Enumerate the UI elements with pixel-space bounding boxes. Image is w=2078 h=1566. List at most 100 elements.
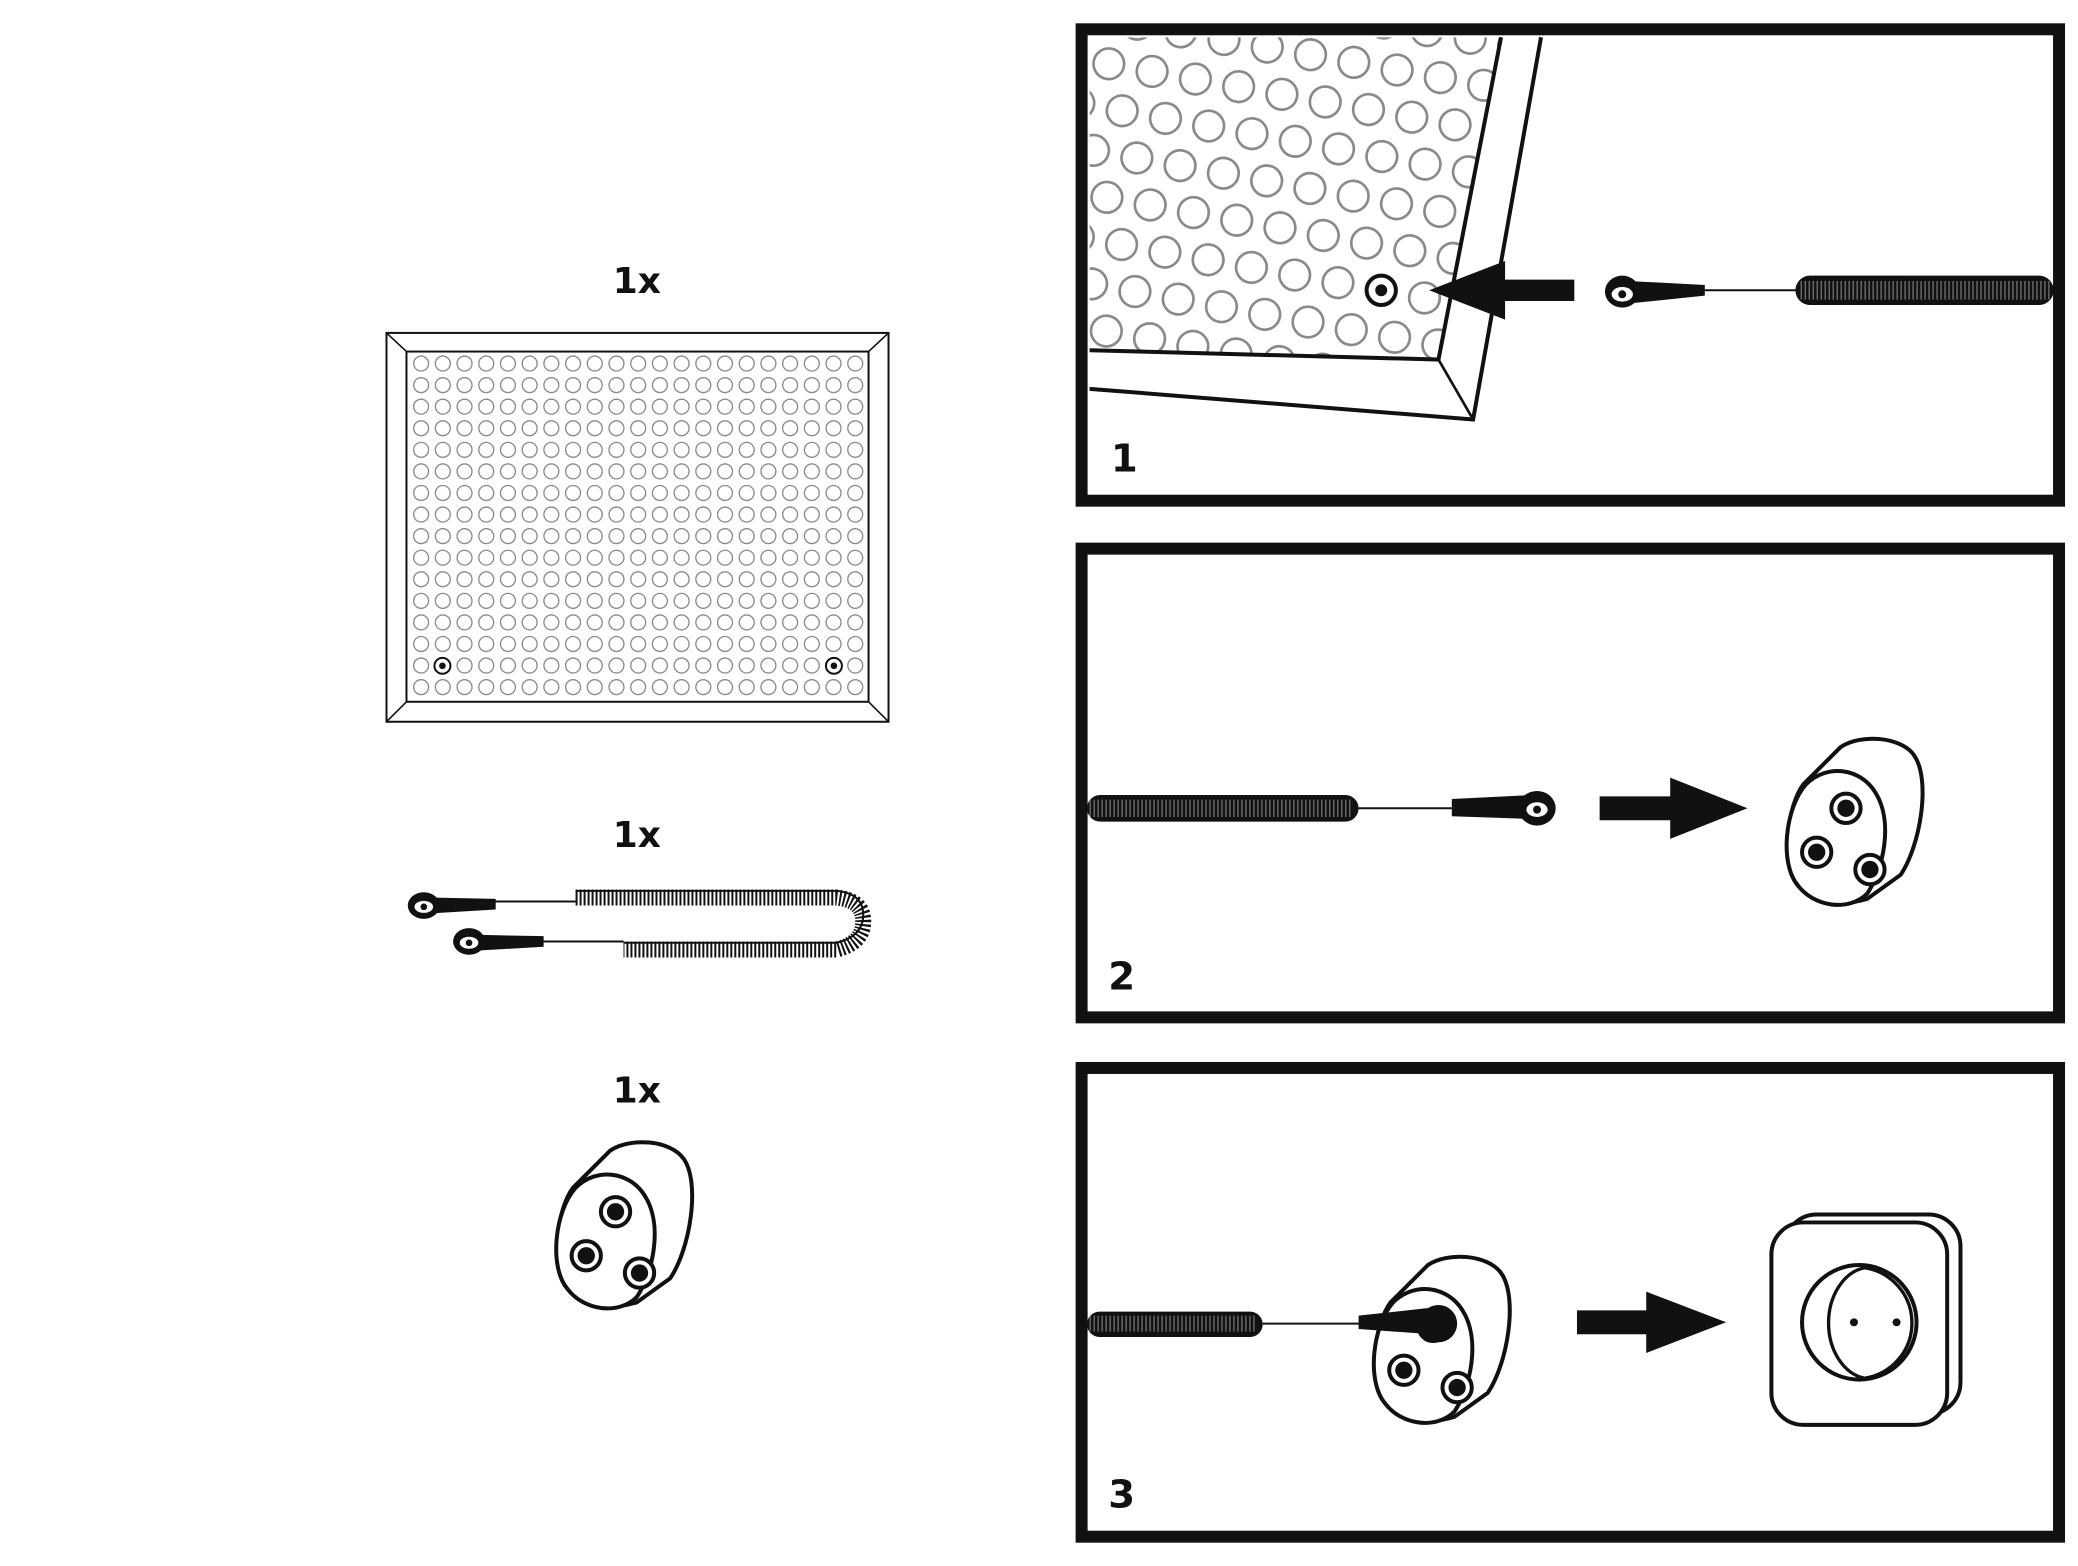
mat-dot [1279,0,1314,25]
mat-dot [521,484,538,502]
mat-quantity-label: 1x [613,261,661,302]
mat-dot [1206,156,1241,190]
mat-dot [760,420,777,437]
mat-dot [695,484,712,502]
mat-dot [608,463,625,480]
mat-dot [521,527,538,545]
mat-dot [651,614,669,631]
mat-dot [608,678,625,696]
mat-dot [412,355,430,372]
mat-dot [434,571,451,588]
mat-dot [959,157,994,192]
mat-dot [738,592,755,609]
mat-dot [946,110,981,145]
mat-dot [1293,38,1328,72]
mat-dot [499,463,517,480]
mat-dot [975,70,1010,105]
mat-dot [521,355,538,372]
mat-dot [738,463,755,480]
mat-dot [1148,101,1183,136]
mat-dot [1379,187,1414,221]
mat-dot [586,527,603,545]
mat-dot [586,441,603,458]
mat-dot [543,592,560,609]
mat-dot [586,635,603,653]
mat-dot [630,484,647,502]
mat-dot [564,614,582,631]
mat-dot [543,441,560,458]
mat-dot [803,376,820,394]
mat-dot [673,678,690,696]
mat-dot [781,635,799,653]
mat-dot [803,527,820,545]
mat-dot [1235,116,1269,151]
mat-dot-grid [412,355,864,696]
mat-dot [521,592,538,609]
mat-dot [760,657,777,674]
step-number: 1 [1111,436,1138,481]
mat-dot [412,549,430,566]
mat-dot [478,506,495,523]
mat-dot [738,376,755,394]
mat-dot [673,614,690,631]
mat-dot [847,484,864,502]
mat-dot [825,678,842,696]
mat-dot [716,376,734,394]
mat-dot [434,592,451,609]
mat-dot [1118,274,1152,309]
mat-dot [651,678,669,696]
mat-dot [564,657,582,674]
step-2-panel: 2 [1075,542,2066,1024]
mat-dot [1089,220,1095,254]
mat-dot [478,376,495,394]
mat-dot [760,463,777,480]
mat-dot [847,355,864,372]
mat-dot [478,635,495,653]
mat-dot [972,337,1007,372]
mat-dot [1222,70,1256,104]
mat-dot [738,506,755,523]
mat-dot [989,117,1024,152]
mat-dot [586,614,603,631]
mat-dot [990,0,1025,19]
mat-dot [499,484,517,502]
mat-dot [1133,188,1167,222]
mat-dot [1135,54,1169,89]
mat-dot [781,592,799,609]
mat-dot [1408,147,1442,181]
snap-stud-right [824,656,843,675]
mat-dot [499,527,517,545]
mat-dot [651,592,669,609]
mat-dot [1234,250,1269,285]
mat-dot [781,678,799,696]
mat-dot [803,678,820,696]
mat-dot [847,441,864,458]
mat-dot [1120,37,1155,41]
mat-dot [434,635,451,653]
mat-dot [521,549,538,566]
mat-dot [1410,37,1444,48]
mat-dot [521,571,538,588]
mat-dot [803,571,820,588]
mat-dot [738,635,755,653]
cable-plugged-into-plug [1086,1254,1512,1425]
mat-dot [564,571,582,588]
mat-dot [738,420,755,437]
mat-dot [825,398,842,415]
mat-dot [781,398,799,415]
mat-dot [695,376,712,394]
mat-dot [630,355,647,372]
mat-dot [803,614,820,631]
mat-dot [630,592,647,609]
mat-dot [673,657,690,674]
mat-dot [825,441,842,458]
mat-dot [673,635,690,653]
mat-dot [586,657,603,674]
mat-dot [1306,352,1340,360]
mat-dot-grid-closeup [946,0,1502,372]
mat-dot [1191,243,1225,277]
mat-dot [803,549,820,566]
mat-dot [586,678,603,696]
mat-dot [456,398,473,415]
